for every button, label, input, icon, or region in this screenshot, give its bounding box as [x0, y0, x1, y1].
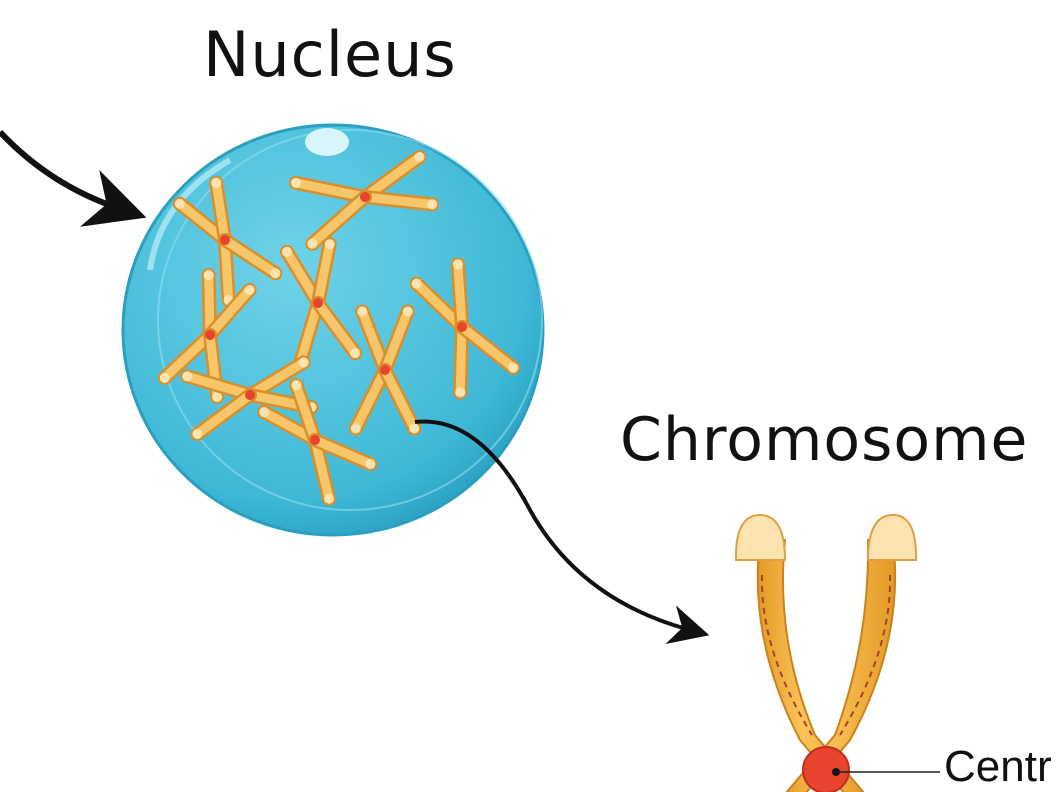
small-chromosome	[157, 268, 257, 404]
small-chromosome	[348, 304, 422, 436]
large-chromosome	[734, 513, 940, 792]
nucleus-highlight	[305, 128, 349, 156]
small-chromosome	[180, 355, 319, 441]
nucleus	[121, 123, 545, 537]
small-chromosome	[279, 237, 363, 370]
nucleus-label: Nucleus	[203, 18, 457, 91]
small-chromosome	[257, 378, 378, 506]
small-chromosome	[288, 150, 440, 251]
chromosome-label: Chromosome	[620, 405, 1029, 475]
small-chromosome	[172, 175, 283, 308]
centromere	[802, 746, 850, 792]
centromere-label: Centr	[944, 742, 1052, 791]
arrow-to-nucleus	[0, 129, 147, 227]
small-chromosome	[409, 257, 521, 400]
arrow-to-chromosome	[414, 419, 710, 645]
